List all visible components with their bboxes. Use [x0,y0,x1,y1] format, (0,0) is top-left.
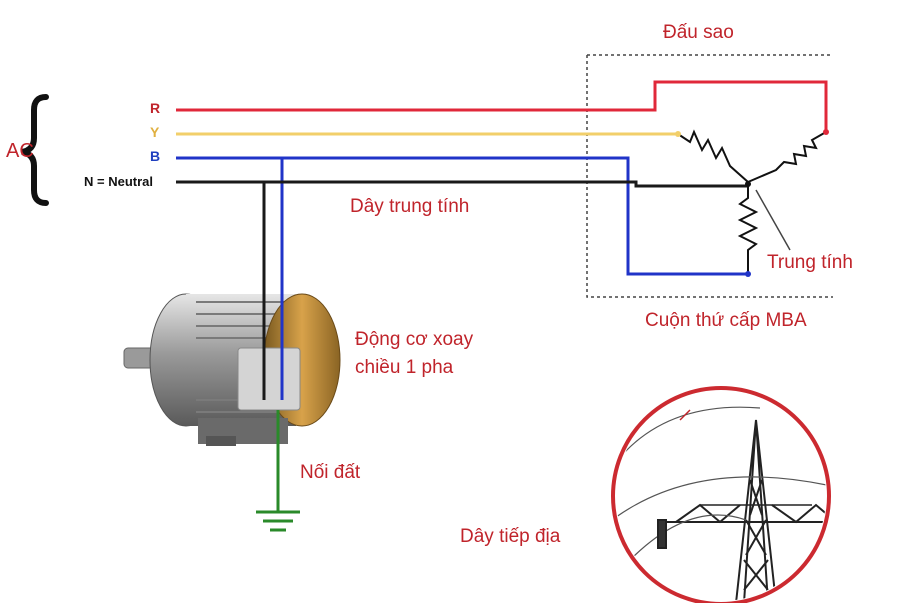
wires [176,80,828,512]
neutral-point-pointer [755,189,791,251]
neutral-wire-label: Dây trung tính [350,196,470,217]
neutral-point-label: Trung tính [767,252,853,273]
motor-label: Động cơ xoay chiều 1 pha [355,329,474,378]
star-connection-label: Đấu sao [663,22,734,43]
winding-r-end [823,129,829,135]
red-wire [176,80,828,132]
phase-b-label: B [150,148,161,164]
phase-r-label: R [150,100,161,116]
ground-wire-label: Dây tiếp địa [460,526,561,547]
ac-label: AC [6,140,34,162]
winding-b [737,182,759,274]
ground-symbol [256,510,300,532]
winding-r [747,131,827,183]
blue-wire [176,156,748,276]
winding-y-end [675,131,681,137]
transformer-box [586,54,833,298]
grounding-label: Nối đất [300,462,361,483]
ac-brace [21,94,49,206]
phase-y-label: Y [150,124,160,140]
neutral-phase-label: N = Neutral [84,174,153,189]
neutral-wire [176,180,748,188]
transmission-tower [735,419,777,601]
winding-y [677,129,749,183]
tower-inset [611,386,831,603]
winding-b-end [745,271,751,277]
star-windings [677,129,827,274]
star-point [745,181,751,187]
transformer-secondary-label: Cuộn thứ cấp MBA [645,310,807,331]
single-phase-motor [123,293,341,446]
